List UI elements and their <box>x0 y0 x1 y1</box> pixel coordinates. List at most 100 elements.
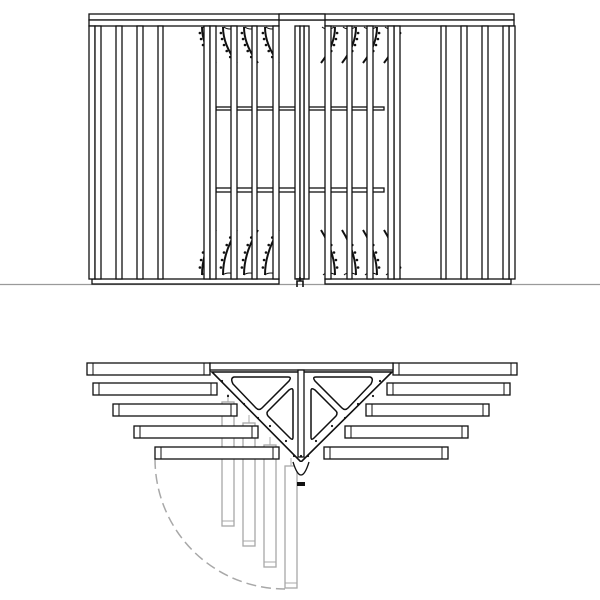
scroll-dot <box>332 43 336 47</box>
bolt-dot <box>268 424 272 428</box>
truss-cutout <box>310 387 338 441</box>
scroll-dot <box>267 243 271 247</box>
scroll-dot <box>222 251 226 254</box>
scroll-dot <box>219 31 223 35</box>
post-right <box>481 25 489 280</box>
bolt-dot <box>256 416 260 420</box>
scroll-dot <box>199 258 203 262</box>
bolt-dot <box>378 379 382 383</box>
plank-left <box>133 425 259 439</box>
post-left <box>230 25 238 280</box>
scroll-dot <box>262 258 266 262</box>
post-left <box>251 25 258 280</box>
scroll-dot <box>198 31 202 35</box>
left-top-rail <box>88 19 280 27</box>
bolt-dot <box>220 379 224 383</box>
scroll-dot <box>377 31 381 35</box>
scroll-dot <box>267 49 271 53</box>
plan-view <box>86 362 518 590</box>
scroll-dot <box>377 266 381 269</box>
scroll-dot <box>241 258 245 262</box>
bolt-dot <box>242 402 246 406</box>
post-left <box>157 25 164 280</box>
scroll-dot <box>334 37 338 41</box>
bolt-dot <box>226 394 230 398</box>
bolt-dot <box>343 416 347 420</box>
latch-icon <box>297 482 305 486</box>
plank-right <box>365 403 490 417</box>
left-bottom-rail <box>91 278 280 285</box>
scroll-dot <box>199 37 203 41</box>
scroll-dot <box>225 49 229 53</box>
open-plank-ghost <box>284 465 298 589</box>
plank-right <box>386 382 511 396</box>
open-plank-ghost <box>263 444 277 568</box>
open-plank-ghost <box>242 422 256 547</box>
scroll-dot <box>264 43 268 47</box>
post-left <box>88 25 96 280</box>
center-post <box>299 25 305 280</box>
scroll-dot <box>335 266 339 269</box>
scroll-dot <box>246 49 250 53</box>
post-left <box>115 25 123 280</box>
scroll-dot <box>264 251 268 254</box>
scroll-dot <box>376 37 380 41</box>
scroll-dot <box>353 251 357 254</box>
front-elevation-view <box>0 13 600 287</box>
bolt-dot <box>299 454 303 458</box>
post-right <box>460 25 468 280</box>
post-right <box>393 25 401 280</box>
bolt-dot <box>292 454 296 458</box>
scroll-dot <box>261 31 265 35</box>
scroll-dot <box>332 251 336 254</box>
post-left <box>94 25 102 280</box>
scroll-dot <box>220 258 224 262</box>
center-beam <box>209 362 394 371</box>
bolt-dot <box>356 402 360 406</box>
scroll-dot <box>241 37 245 41</box>
center-header <box>278 13 326 21</box>
scroll-dot <box>355 37 359 41</box>
bolt-dot <box>371 394 375 398</box>
post-left <box>203 25 211 280</box>
post-right <box>440 25 447 280</box>
plank-left <box>92 382 218 396</box>
scroll-dot <box>243 251 247 254</box>
scroll-dot <box>374 43 378 47</box>
post-right <box>508 25 516 280</box>
post-right <box>303 25 310 280</box>
scroll-dot <box>220 37 224 41</box>
post-left <box>272 25 280 280</box>
truss-center-post <box>297 369 305 458</box>
right-top-rail <box>324 19 515 27</box>
scroll-dot <box>219 266 223 269</box>
gate-rail-left <box>215 187 301 193</box>
scroll-dot <box>225 243 229 247</box>
plank-right <box>344 425 469 439</box>
plank-left <box>154 446 280 460</box>
latch-icon <box>296 277 304 287</box>
scroll-dot <box>240 31 244 35</box>
truss-cutout <box>266 387 294 441</box>
scroll-dot <box>222 43 226 47</box>
truss-cutout <box>312 376 374 411</box>
scroll-dot <box>243 43 247 47</box>
scroll-dot <box>374 251 378 254</box>
post-left <box>294 25 301 280</box>
scroll-dot <box>355 258 359 262</box>
bolt-dot <box>314 439 318 443</box>
scroll-dot <box>335 31 339 35</box>
truss-cutout <box>230 376 292 411</box>
scroll-dot <box>198 266 202 269</box>
post-left <box>209 25 217 280</box>
scroll-dot <box>262 37 266 41</box>
gate-rail-left <box>215 106 301 111</box>
scroll-dot <box>240 266 244 269</box>
plank-left <box>112 403 238 417</box>
scroll-dot <box>246 243 250 247</box>
open-plank-ghost <box>221 401 235 527</box>
scroll-dot <box>376 258 380 262</box>
bolt-dot <box>284 439 288 443</box>
post-right <box>366 25 374 280</box>
